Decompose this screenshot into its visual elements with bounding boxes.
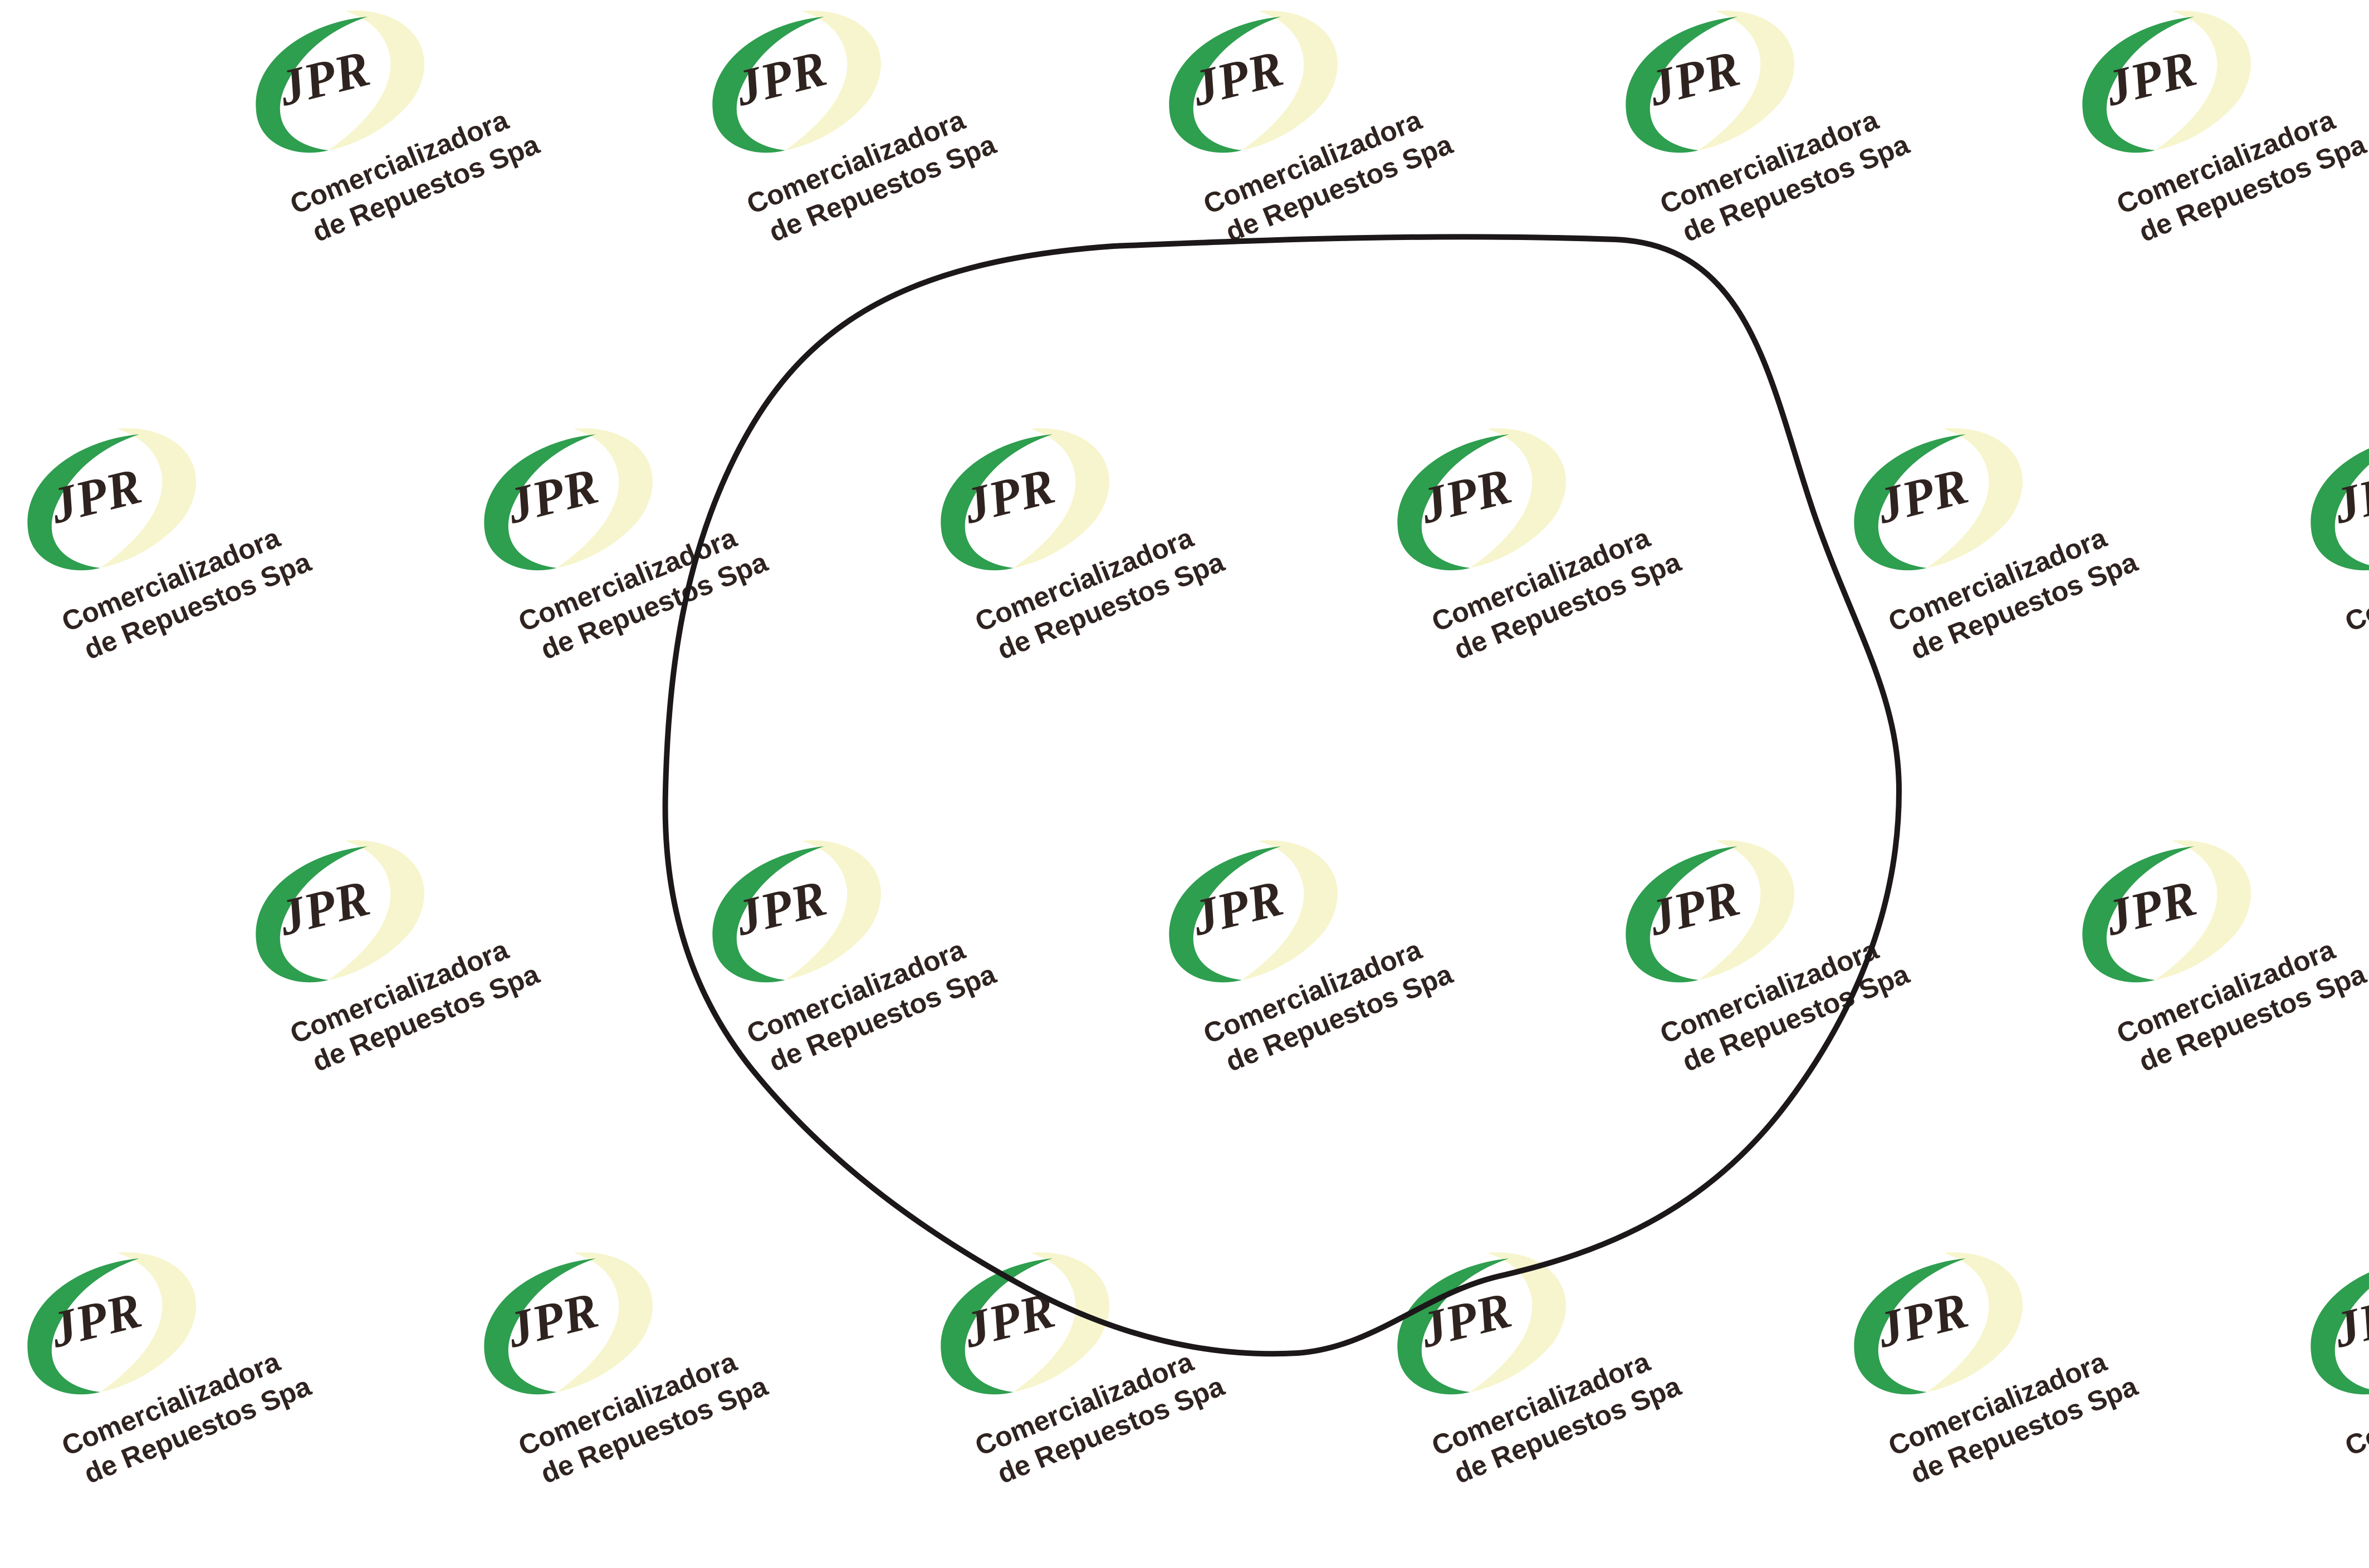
o-ring	[662, 234, 1902, 1357]
